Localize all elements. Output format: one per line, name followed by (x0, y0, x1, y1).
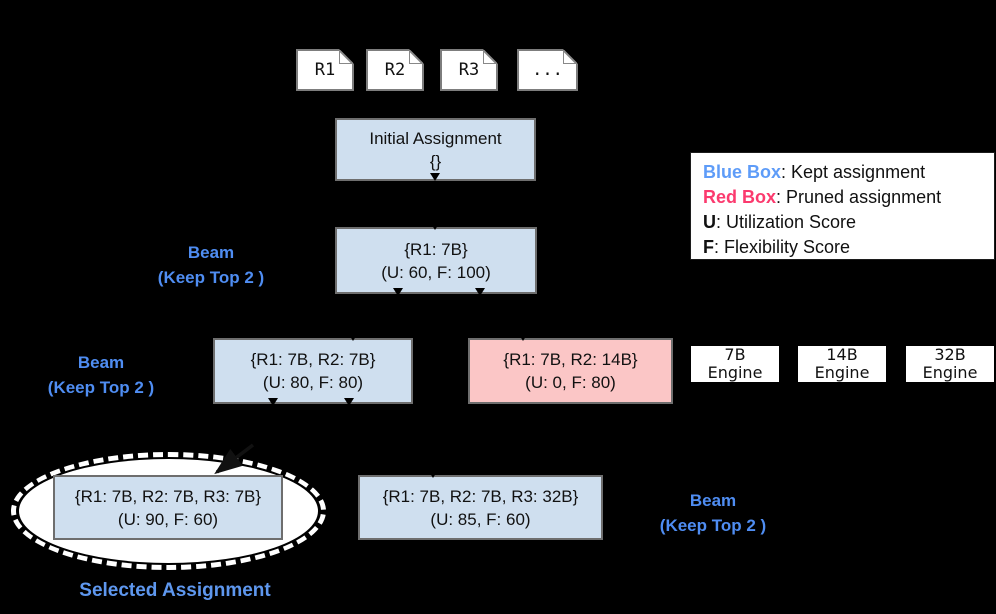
arrowhead-stub (393, 288, 403, 296)
node-line: (U: 60, F: 100) (381, 262, 491, 282)
folded-corner-icon (339, 50, 353, 64)
request-doc-r3: R3 (440, 49, 498, 91)
node-beam3-kept: {R1: 7B, R2: 7B, R3: 32B} (U: 85, F: 60) (358, 475, 603, 540)
arrowhead-stub (518, 333, 528, 341)
arrowhead-stub (268, 398, 278, 406)
legend-term-red-box: Red Box (703, 187, 777, 207)
node-initial-assignment: Initial Assignment {} (335, 118, 536, 181)
legend-line-utilization: U: Utilization Score (703, 212, 857, 232)
legend-line-kept: Blue Box: Kept assignment (703, 162, 926, 182)
node-line: {R1: 7B} (404, 239, 468, 259)
engine-box-7b: 7B Engine (690, 345, 780, 383)
arrowhead-stub (430, 222, 440, 230)
engine-box-32b: 32B Engine (905, 345, 995, 383)
folded-corner-icon (483, 50, 497, 64)
arrowhead-stub (430, 173, 440, 181)
arrowhead-stub (344, 398, 354, 406)
node-line: {R1: 7B, R2: 7B} (250, 350, 376, 369)
node-line: (U: 0, F: 80) (525, 373, 616, 392)
node-line: (U: 90, F: 60) (117, 509, 219, 529)
node-line: Initial Assignment (369, 128, 502, 148)
legend-line-pruned: Red Box: Pruned assignment (703, 187, 942, 207)
legend-box: Blue Box: Kept assignment Red Box: Prune… (690, 152, 995, 260)
node-line: (U: 80, F: 80) (262, 373, 364, 392)
beam-label-level3: Beam (Keep Top 2 ) (659, 491, 767, 535)
legend-term-f: F (703, 237, 714, 257)
legend-line-flexibility: F: Flexibility Score (703, 237, 851, 257)
doc-label: ... (532, 60, 563, 80)
folded-corner-icon (409, 50, 423, 64)
selection-highlight-ellipse (11, 452, 326, 570)
request-doc-r1: R1 (296, 49, 354, 91)
node-line: {R1: 7B, R2: 14B} (503, 350, 638, 369)
legend-term-u: U (703, 212, 716, 232)
node-beam3-selected: {R1: 7B, R2: 7B, R3: 7B} (U: 90, F: 60) (53, 475, 283, 540)
node-line: {} (429, 151, 442, 171)
folded-corner-icon (563, 50, 577, 64)
doc-label: R1 (314, 60, 336, 80)
arrowhead-stub (348, 333, 358, 341)
node-beam1-r1-7b: {R1: 7B} (U: 60, F: 100) (335, 227, 537, 294)
node-beam2-pruned: {R1: 7B, R2: 14B} (U: 0, F: 80) (468, 338, 673, 404)
selected-assignment-caption: Selected Assignment (79, 580, 271, 601)
node-line: (U: 85, F: 60) (430, 509, 531, 529)
node-beam2-kept: {R1: 7B, R2: 7B} (U: 80, F: 80) (213, 338, 413, 404)
request-doc-more: ... (517, 49, 578, 91)
arrowhead-stub (475, 288, 485, 296)
beam-label-level1: Beam (Keep Top 2 ) (157, 243, 265, 287)
doc-label: R3 (458, 60, 480, 80)
doc-label: R2 (384, 60, 406, 80)
legend-term-blue-box: Blue Box (703, 162, 782, 182)
node-line: {R1: 7B, R2: 7B, R3: 32B} (382, 486, 579, 506)
selection-arrow-icon (214, 443, 255, 475)
beam-label-level2: Beam (Keep Top 2 ) (47, 353, 155, 397)
request-doc-r2: R2 (366, 49, 424, 91)
arrowhead-stub (428, 470, 438, 478)
engine-box-14b: 14B Engine (797, 345, 887, 383)
node-line: {R1: 7B, R2: 7B, R3: 7B} (74, 486, 262, 506)
